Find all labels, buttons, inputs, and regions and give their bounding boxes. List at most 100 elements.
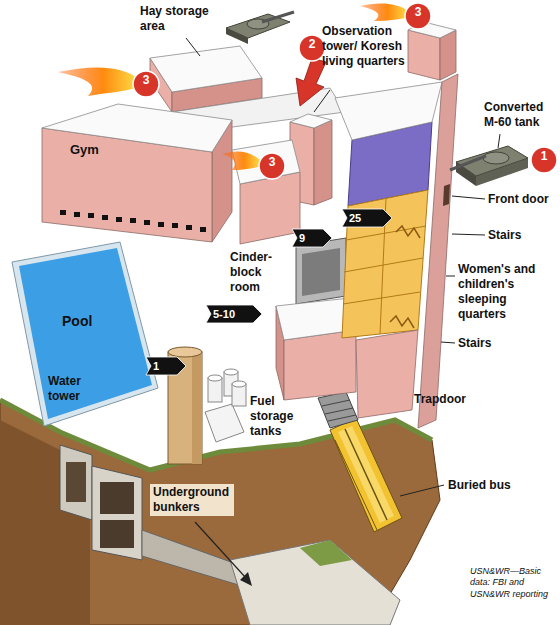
callout-number: 1 (530, 146, 558, 166)
part-label: Hay storage area (140, 4, 226, 34)
callout-disc (299, 35, 325, 61)
callout-number: 3 (404, 2, 432, 22)
arrow-body (292, 229, 332, 247)
bus-stripe (335, 440, 377, 530)
attack-arrow (296, 58, 326, 106)
callout-circle: 1 (530, 146, 558, 174)
arrow-body (206, 305, 262, 323)
water-tower-shade (192, 352, 202, 464)
wing-roof (335, 82, 442, 140)
leader-line (498, 134, 500, 148)
callout-number: 3 (132, 70, 160, 90)
gym-window (172, 223, 178, 228)
trapdoor-stairs (318, 392, 358, 428)
cinder-block-room (296, 238, 346, 304)
count-number: 25 (342, 208, 361, 228)
stair-step (322, 400, 350, 406)
bunker-wall (92, 466, 142, 560)
room-wall (346, 226, 426, 240)
sleeping-quarters (342, 190, 428, 338)
part-label: Front door (488, 192, 556, 207)
fire-flame (360, 4, 410, 21)
buried-bus (330, 418, 402, 532)
building-wall (240, 172, 300, 244)
leader-line (441, 342, 455, 343)
stairs-symbol (396, 226, 420, 238)
count-arrow: 9 (292, 228, 332, 248)
leader-arrowhead (240, 572, 252, 586)
tower-roof (290, 114, 332, 128)
tank-boom (262, 12, 294, 22)
bunker-slab (230, 540, 400, 625)
arrow-body (146, 357, 186, 375)
count-number: 1 (146, 356, 159, 376)
cinder-block-interior (302, 248, 340, 296)
callout-disc (133, 71, 159, 97)
gym-window (116, 217, 122, 222)
gym-window (102, 215, 108, 220)
count-arrow: 25 (342, 208, 392, 228)
gym-window (74, 212, 80, 217)
part-label: Observation tower/ Koresh living quarter… (322, 24, 408, 69)
gym-window (200, 227, 206, 232)
gym-window (130, 218, 136, 223)
fuel-tank-top (232, 381, 246, 387)
fuel-tank (208, 378, 222, 402)
leader-line (186, 38, 200, 56)
source-credit: USN&WR—Basic data: FBI and USN&WR report… (470, 566, 558, 600)
part-label: Stairs (458, 336, 518, 351)
bunker-room (66, 462, 86, 502)
wing-lower-wall (356, 330, 418, 418)
building-wall (284, 330, 356, 400)
part-label: Women's and children's sleeping quarters (458, 262, 556, 322)
leader-line (452, 196, 485, 199)
gym-window (186, 225, 192, 230)
callout-number: 3 (258, 152, 286, 172)
tower-side-wall (314, 120, 332, 205)
arrow-outline (146, 356, 186, 376)
stair-step (328, 415, 356, 421)
part-label: Cinder-block room (230, 250, 288, 295)
part-label: Gym (70, 142, 120, 158)
arrow-body (342, 209, 392, 227)
fire-flame (222, 152, 262, 170)
part-label: Buried bus (448, 478, 528, 493)
corner-tower-wall (408, 30, 440, 80)
stair-step (325, 408, 353, 414)
callout-number: 2 (298, 34, 326, 54)
tank-turret (483, 152, 509, 164)
fuel-tank-top (224, 369, 238, 375)
tank-body (456, 146, 528, 176)
count-number: 5-10 (206, 304, 235, 324)
pool-water (19, 248, 152, 419)
grass-patch (300, 540, 352, 566)
water-tower-top (168, 347, 202, 357)
part-label: Fuel storage tanks (250, 394, 312, 439)
bus-roof (338, 426, 394, 523)
front-door (443, 184, 450, 206)
pool-rim (12, 242, 158, 426)
bunker-room (100, 482, 134, 514)
callout-disc (259, 153, 285, 179)
arrow-outline (292, 228, 332, 248)
leader-line (452, 234, 485, 235)
wing-outer-wall (418, 74, 458, 428)
part-label: Water tower (48, 374, 106, 404)
fuel-tank-top (208, 375, 222, 381)
tank-boom (450, 156, 486, 170)
callout-disc (405, 3, 431, 29)
shed (205, 404, 244, 442)
gym-window (158, 222, 164, 227)
corner-tower-side (440, 30, 456, 80)
pool-outline (10, 238, 170, 438)
gym-window (144, 220, 150, 225)
leader-line (400, 485, 444, 496)
stairs-symbol (390, 316, 414, 328)
hay-storage-roof (150, 46, 262, 92)
gym-window (60, 210, 66, 215)
pool-shape: Pool (10, 238, 170, 438)
bunker-wall (60, 445, 92, 520)
count-arrow: 5-10 (206, 304, 262, 324)
part-label: Stairs (488, 228, 548, 243)
